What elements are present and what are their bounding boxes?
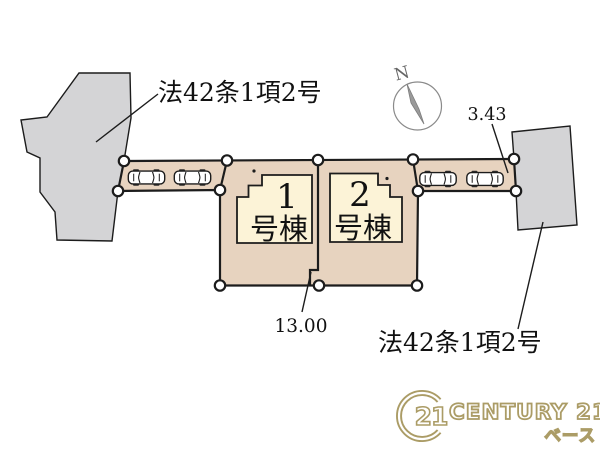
survey-point-marker [220, 154, 234, 167]
building-2-corner-dot [385, 176, 389, 181]
century21-seal-number: 21 [415, 402, 448, 431]
survey-point-marker [111, 184, 125, 198]
leader-line-dim-right [491, 123, 509, 174]
road-left-shape [20, 72, 132, 242]
survey-point-markers [111, 152, 523, 292]
survey-point-marker [311, 153, 325, 167]
century21-store-text: ベース [544, 426, 596, 445]
car-icon [173, 168, 212, 187]
survey-point-marker [213, 279, 227, 292]
road-type-label-right: 法42条1項2号 [378, 328, 542, 357]
survey-point-marker [509, 184, 523, 198]
compass-circle [392, 81, 443, 131]
century21-brand-text: CENTURY 21 [449, 400, 600, 425]
building-2-suffix-label: 号棟 [334, 211, 392, 245]
north-label: N [392, 62, 412, 85]
century21-seal-ring-core [397, 391, 440, 441]
building-1-suffix-label: 号棟 [250, 212, 308, 246]
leader-line-road-right [517, 221, 544, 330]
survey-point-marker [411, 184, 425, 198]
building-2-footprint [329, 172, 403, 243]
building-1-corner-dot [252, 169, 256, 173]
survey-point-marker [213, 183, 227, 197]
survey-point-marker [117, 154, 131, 168]
north-compass: N [392, 62, 443, 131]
century21-logo: 21 CENTURY 21 ベース [396, 390, 600, 446]
road-type-label-left: 法42条1項2号 [158, 78, 322, 107]
north-needle-icon [406, 83, 425, 125]
car-icon [127, 168, 166, 187]
survey-point-marker [410, 279, 424, 292]
leader-line-road-left [95, 93, 159, 143]
survey-point-marker [406, 153, 420, 166]
road-right-shape [511, 125, 578, 231]
dim-right-label: 3.43 [468, 105, 507, 125]
survey-point-marker [312, 279, 326, 292]
building-2-number-label: 2 [349, 175, 371, 215]
car-icon [419, 170, 457, 188]
leader-line-dim-bottom [301, 271, 312, 313]
dim-bottom-label: 13.00 [275, 316, 328, 337]
car-icon [466, 170, 504, 188]
survey-point-marker [507, 152, 521, 166]
building-1-number-label: 1 [276, 177, 298, 217]
building-1-footprint [236, 174, 313, 244]
